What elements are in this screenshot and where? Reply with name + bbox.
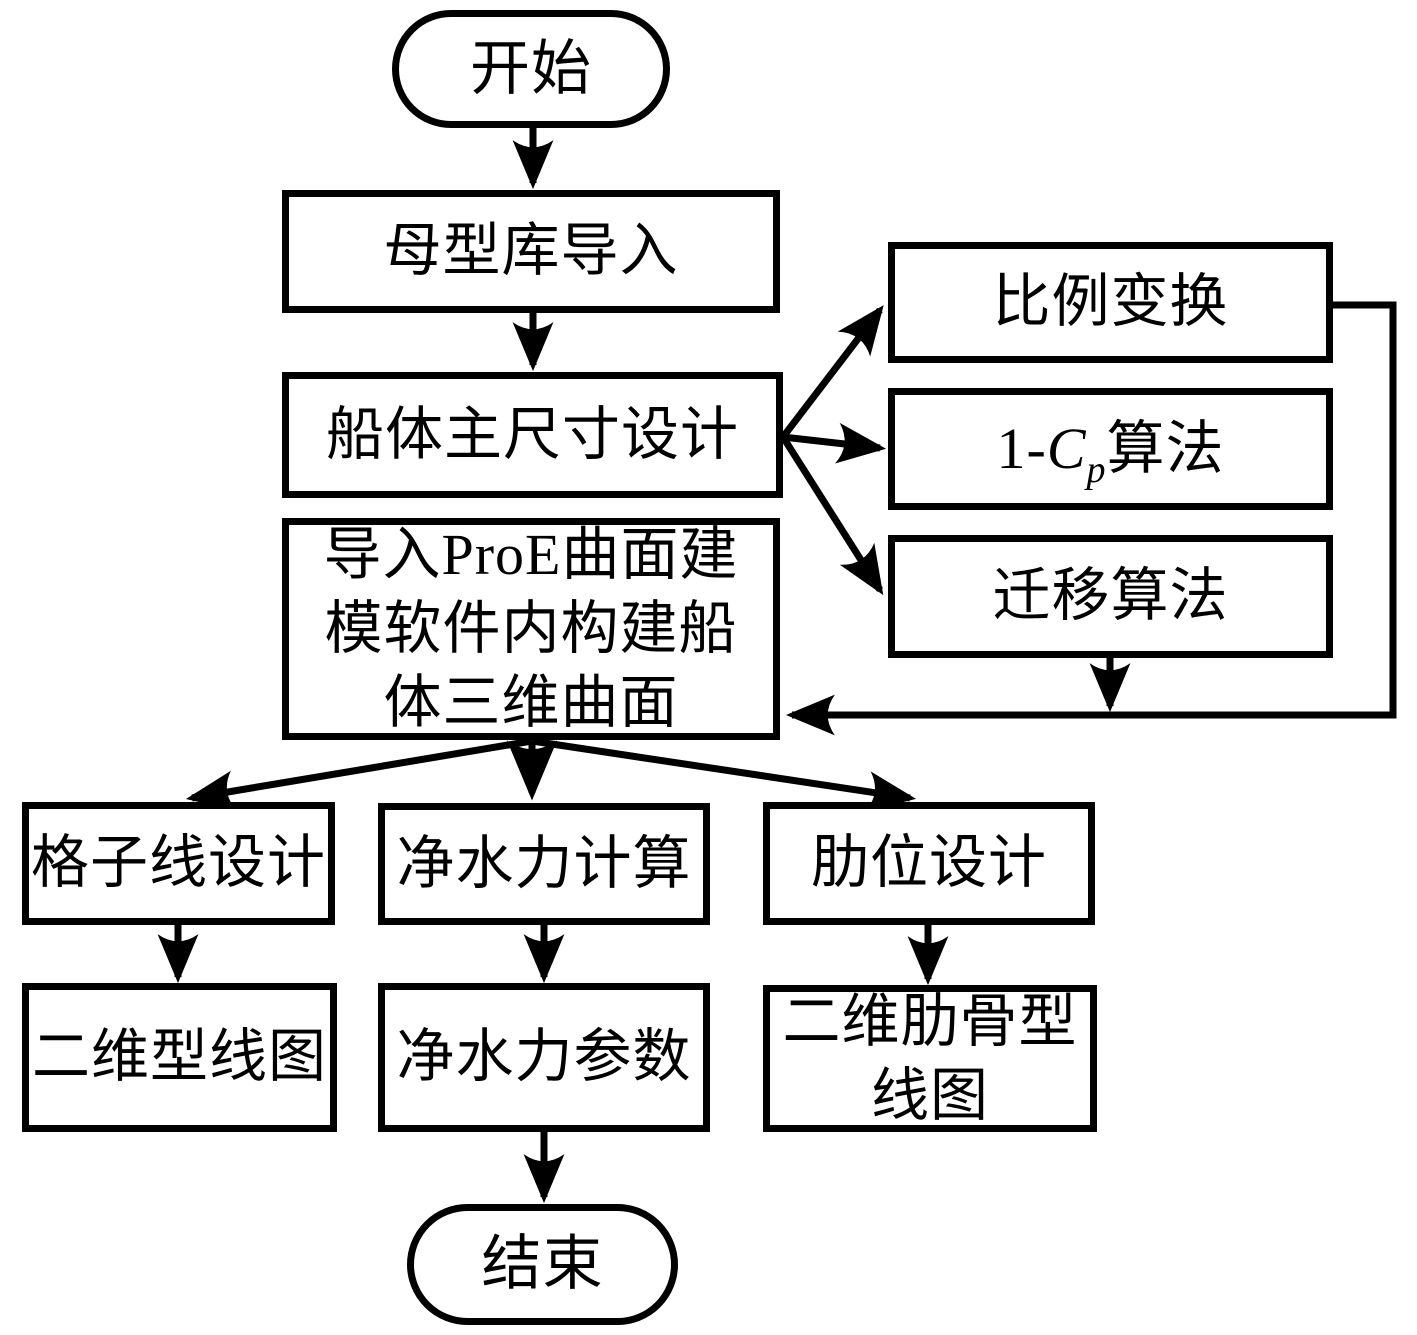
node-parent-library-import: 母型库导入: [282, 190, 780, 313]
node-end-label: 结束: [481, 1231, 604, 1298]
connector-proe-to-grid: [185, 737, 533, 812]
node-rib-position-design: 肋位设计: [763, 802, 1095, 925]
node-migration-algorithm: 迁移算法: [888, 535, 1333, 658]
node-hull-main-dimension-design-label: 船体主尺寸设计: [325, 401, 739, 467]
cp-variable: C: [1046, 415, 1087, 481]
node-hydrostatic-parameters: 净水力参数: [378, 983, 710, 1132]
cp-subscript: p: [1086, 448, 1107, 491]
node-start: 开始: [392, 10, 670, 128]
node-grid-line-design-label: 格子线设计: [30, 830, 326, 896]
connector-main-dim-to-migrate: [780, 435, 884, 596]
node-hull-main-dimension-design: 船体主尺寸设计: [282, 372, 783, 498]
rib2d-line-1: 二维肋骨型: [782, 988, 1078, 1054]
node-scale-transformation: 比例变换: [888, 242, 1333, 363]
proe-line-1: 导入ProE曲面建: [323, 522, 739, 587]
connector-main-dim-to-cp: [782, 422, 887, 464]
node-2d-rib-lines-plan-label: 二维肋骨型 线图: [782, 985, 1077, 1133]
node-proe-surface-modeling-label: 导入ProE曲面建 模软件内构建船 体三维曲面: [323, 518, 738, 740]
node-end: 结束: [407, 1204, 678, 1325]
node-proe-surface-modeling: 导入ProE曲面建 模软件内构建船 体三维曲面: [282, 518, 780, 740]
node-hydrostatic-parameters-label: 净水力参数: [396, 1024, 692, 1090]
node-migration-algorithm-label: 迁移算法: [992, 563, 1229, 629]
node-1-cp-algorithm: 1-Cp算法: [888, 388, 1333, 510]
cp-suffix: 算法: [1106, 415, 1225, 481]
cp-prefix: 1-: [996, 415, 1047, 481]
proe-line-2: 模软件内构建船: [324, 596, 738, 661]
connector-scale-feedback-to-proe: [785, 301, 1397, 736]
rib2d-line-2: 线图: [870, 1062, 989, 1128]
connector-main-dim-to-scale: [780, 305, 884, 440]
node-1-cp-algorithm-label: 1-Cp算法: [996, 415, 1225, 489]
node-2d-lines-plan: 二维型线图: [22, 983, 337, 1132]
node-2d-lines-plan-label: 二维型线图: [31, 1024, 327, 1090]
connector-proe-to-rib: [531, 737, 917, 812]
node-scale-transformation-label: 比例变换: [992, 269, 1229, 335]
node-hydrostatic-calculation: 净水力计算: [378, 803, 710, 925]
node-start-label: 开始: [470, 35, 592, 102]
node-2d-rib-lines-plan: 二维肋骨型 线图: [763, 985, 1097, 1132]
node-grid-line-design: 格子线设计: [22, 802, 335, 925]
proe-line-3: 体三维曲面: [383, 670, 679, 735]
node-hydrostatic-calculation-label: 净水力计算: [396, 830, 692, 896]
node-rib-position-design-label: 肋位设计: [810, 830, 1047, 896]
node-parent-library-import-label: 母型库导入: [383, 218, 679, 284]
